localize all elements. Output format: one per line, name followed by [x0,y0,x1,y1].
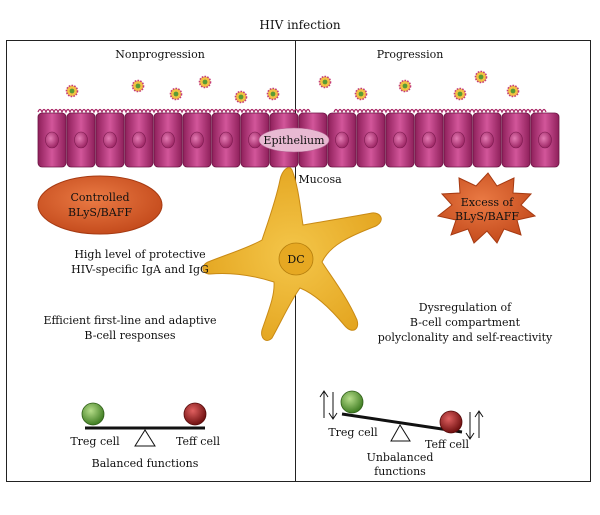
dc-nucleus [278,242,314,276]
hiv-virions-right [318,70,520,101]
teff-label-left: Teff cell [175,435,220,448]
bcell-response-text-2: B-cell responses [84,329,176,342]
hiv-virions-left [65,75,280,104]
teff-cell-right [439,410,463,434]
controlled-blys-label-1: Controlled [70,191,130,204]
controlled-blys-ellipse [37,175,163,235]
bcell-response-text-1: Efficient first-line and adaptive [43,314,217,327]
excess-blys-label-2: BLyS/BAFF [455,210,519,223]
controlled-blys-label-2: BLyS/BAFF [68,206,132,219]
microvilli [37,108,547,114]
teff-label-right: Teff cell [424,438,469,451]
dc-label: DC [287,253,305,266]
dysregulation-text-2: B-cell compartment [409,316,521,329]
dysregulation-text-1: Dysregulation of [418,301,512,314]
igA-igG-text-2: HIV-specific IgA and IgG [71,263,209,276]
mucosa-label: Mucosa [298,173,342,186]
balance-left [85,426,205,447]
arrows-teff [465,410,484,440]
unbalanced-functions-label-2: functions [374,465,426,478]
epithelium-label: Epithelium [263,134,325,147]
excess-blys-label-1: Excess of [460,196,514,209]
treg-cell-left [81,402,105,426]
treg-label-left: Treg cell [70,435,120,448]
unbalanced-functions-label-1: Unbalanced [366,451,434,464]
epithelium-label-bg [258,127,330,153]
nonprogression-header: Nonprogression [115,48,205,61]
figure-frame [6,40,591,482]
balance-right [341,412,463,442]
igA-igG-text-1: High level of protective [74,248,206,261]
figure-title: HIV infection [259,18,341,32]
progression-header: Progression [376,48,444,61]
excess-blys-burst [436,172,537,244]
arrows-treg [319,390,338,420]
balanced-functions-label: Balanced functions [91,457,199,470]
treg-cell-right [340,390,364,414]
treg-label-right: Treg cell [328,426,378,439]
teff-cell-left [183,402,207,426]
dysregulation-text-3: polyclonality and self-reactivity [377,331,553,344]
